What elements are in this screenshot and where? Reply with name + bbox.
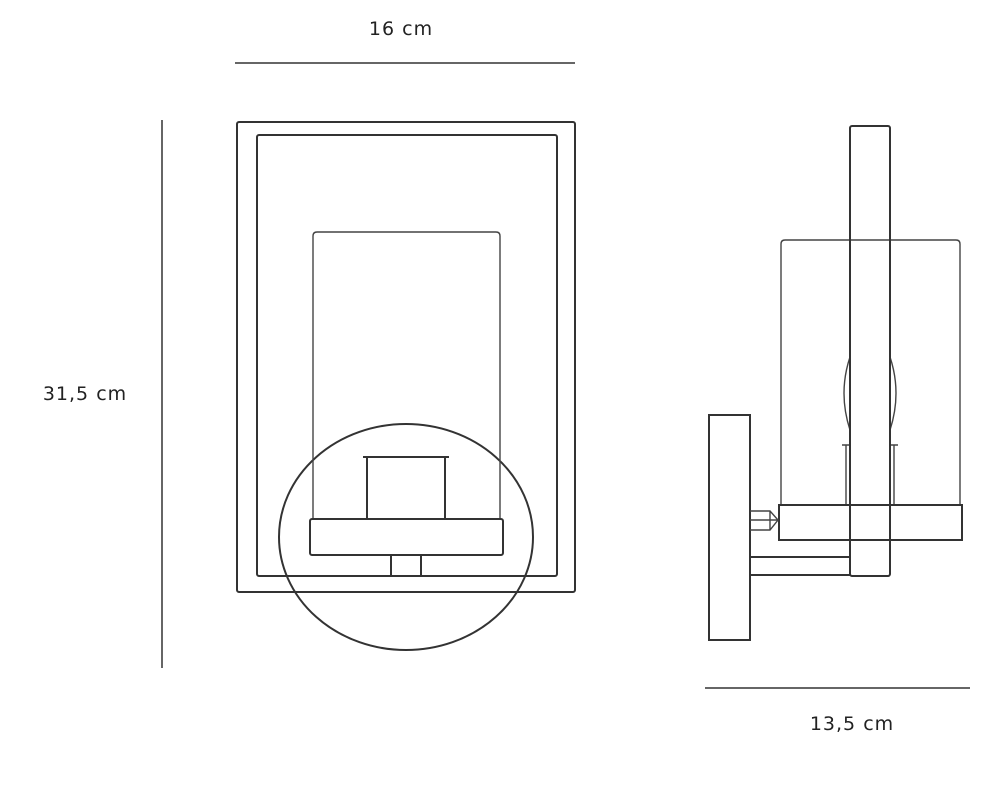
side-view: [708, 125, 963, 641]
width-dimension-label: 16 cm: [368, 18, 434, 40]
inner-frame: [256, 134, 558, 577]
bulb-outline: [843, 356, 897, 431]
glass-cylinder: [312, 231, 501, 519]
base-ring: [309, 518, 504, 556]
height-dimension-label: 31,5 cm: [42, 383, 128, 405]
wall-plate-side: [708, 414, 751, 641]
bulb-pins: [842, 444, 898, 505]
vertical-frame-side: [849, 125, 891, 577]
wall-plate-round: [278, 423, 534, 651]
bulb-holder: [366, 457, 446, 519]
stem: [390, 555, 422, 575]
base-ring-side: [778, 504, 963, 541]
outer-frame: [236, 121, 576, 593]
depth-dimension-label: 13,5 cm: [809, 713, 895, 735]
arm: [749, 556, 851, 576]
front-view: [236, 121, 576, 651]
glass-cylinder-side: [780, 239, 961, 505]
screw: [750, 510, 779, 531]
